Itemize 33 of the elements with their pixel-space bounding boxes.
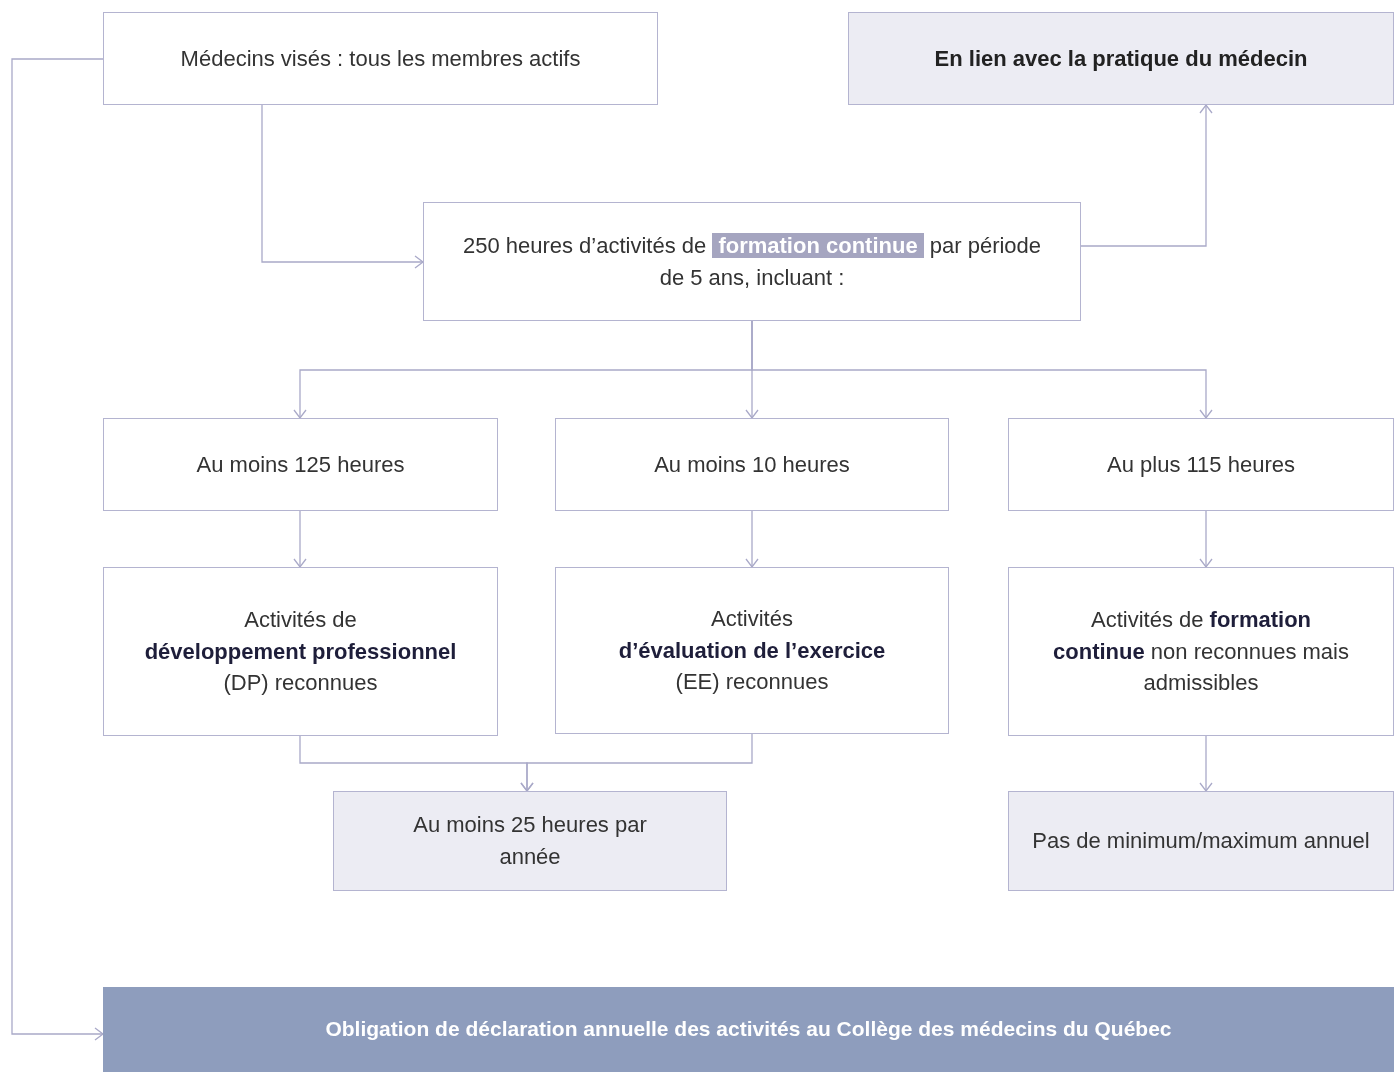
process-box xyxy=(103,567,498,736)
process-box xyxy=(333,791,727,891)
process-box xyxy=(103,12,658,105)
arrow xyxy=(1199,735,1213,792)
box-text: Pas de minimum/maximum annuel xyxy=(1032,827,1370,856)
arrow xyxy=(520,733,753,792)
arrow xyxy=(261,104,424,269)
box-text: Au plus 115 heures xyxy=(1107,450,1295,479)
box-text: Au moins 25 heures par année xyxy=(412,811,648,871)
process-box xyxy=(848,12,1394,105)
arrow xyxy=(751,320,1213,419)
process-box xyxy=(1008,418,1394,511)
arrow xyxy=(745,510,759,568)
arrow xyxy=(11,58,104,1041)
box-text: Activités de formation continue non reconnues mais admissibles xyxy=(1052,605,1350,698)
process-box xyxy=(1008,567,1394,736)
process-box xyxy=(555,418,949,511)
arrow xyxy=(1080,104,1213,247)
process-box xyxy=(1008,791,1394,891)
box-text: Médecins visés : tous les membres actifs xyxy=(180,44,581,73)
box-text: Au moins 10 heures xyxy=(654,450,850,479)
box-text: Obligation de déclaration annuelle des activités au Collège des médecins du Québec xyxy=(325,1016,1172,1043)
process-box xyxy=(103,987,1394,1072)
process-box xyxy=(423,202,1081,321)
box-text: En lien avec la pratique du médecin xyxy=(934,44,1308,73)
process-box xyxy=(103,418,498,511)
arrow xyxy=(293,510,307,568)
process-box xyxy=(555,567,949,734)
box-text: 250 heures d’activités de formation continue par période de 5 ans, incluant : xyxy=(461,231,1043,292)
box-text: Au moins 125 heures xyxy=(196,450,405,479)
box-text: Activités de développement professionnel (DP) reconnues xyxy=(144,605,457,698)
arrow xyxy=(1199,510,1213,568)
box-text: Activités d’évaluation de l’exercice (EE) reconnues xyxy=(618,604,886,697)
